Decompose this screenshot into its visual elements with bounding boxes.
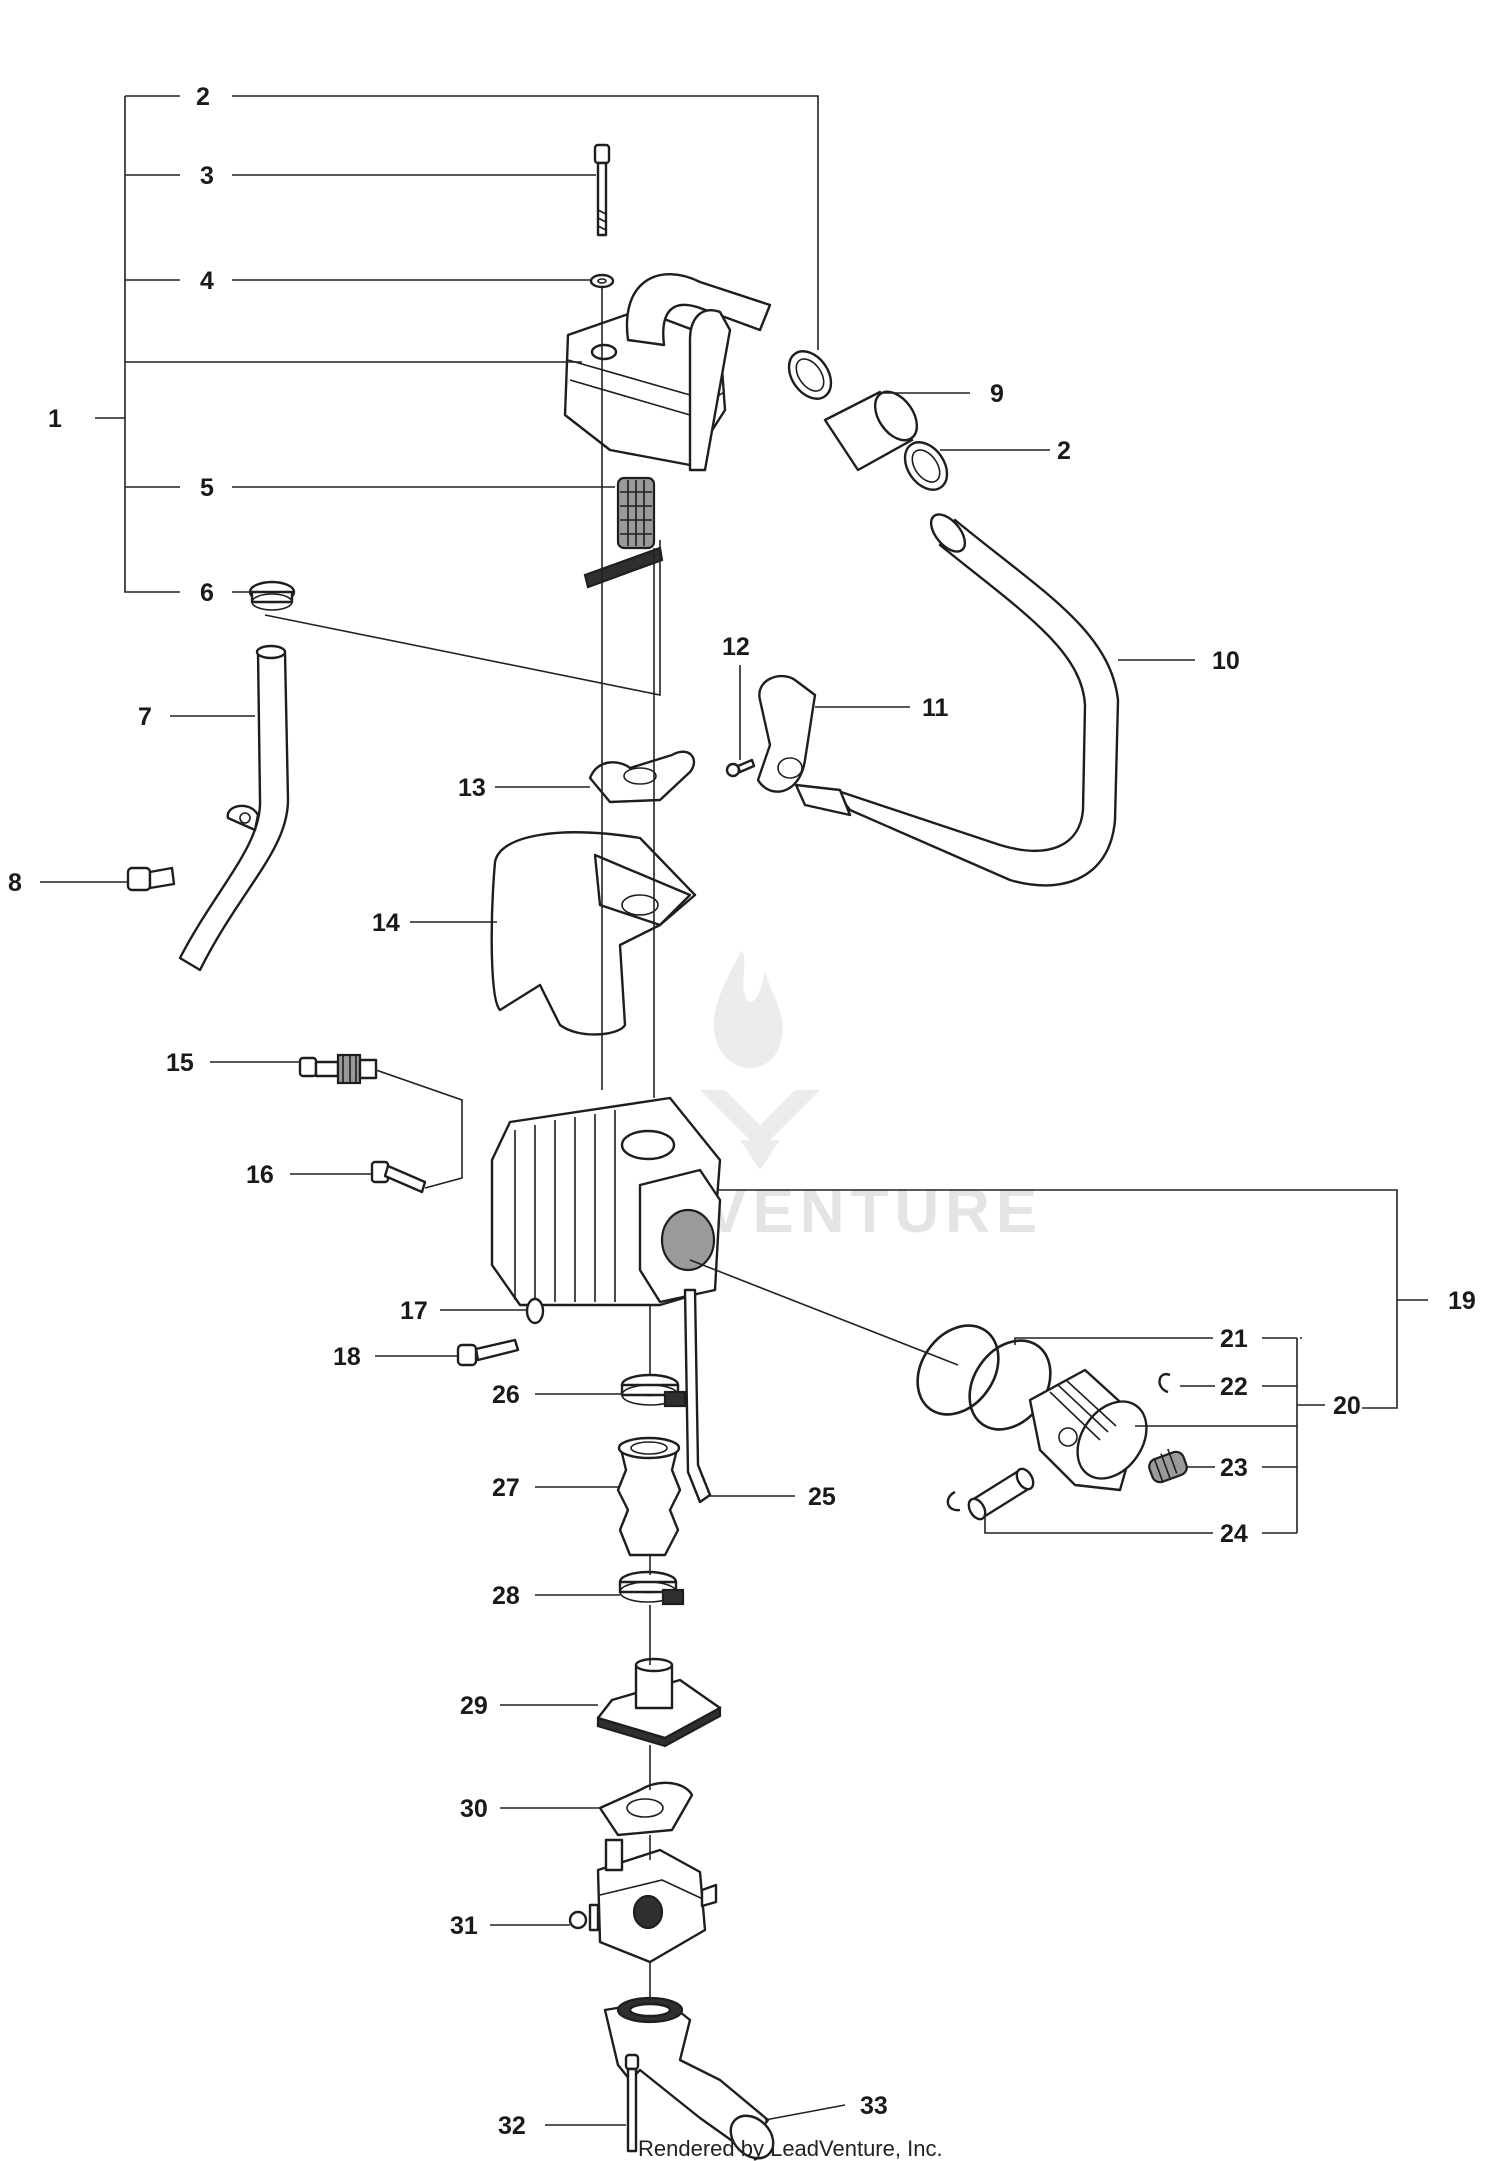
- part-10-handle-tube: [833, 513, 1120, 887]
- part-29-adapter: [596, 1657, 722, 1748]
- part-17-washer: [525, 1297, 545, 1325]
- part-28-clamp: [618, 1570, 685, 1606]
- callout-5: 5: [200, 474, 214, 502]
- callout-22: 22: [1220, 1373, 1248, 1401]
- part-25-hose: [683, 1288, 712, 1504]
- callout-3: 3: [200, 162, 214, 190]
- callout-30: 30: [460, 1795, 488, 1823]
- callout-8: 8: [8, 869, 22, 897]
- callout-29: 29: [460, 1692, 488, 1720]
- callout-24: 24: [1220, 1520, 1248, 1548]
- part-14-heat-shield: [490, 831, 697, 1036]
- callout-31: 31: [450, 1912, 478, 1940]
- watermark-logo: [700, 950, 820, 1170]
- callout-7: 7: [138, 703, 152, 731]
- part-23-bearing: [1148, 1448, 1188, 1484]
- callout-17: 17: [400, 1297, 428, 1325]
- part-22-circlip: [1158, 1372, 1171, 1394]
- callout-12: 12: [722, 633, 750, 661]
- part-3-bolt: [593, 143, 611, 237]
- part-26-clamp: [620, 1373, 687, 1408]
- part-27-intake-boot: [616, 1436, 682, 1557]
- callout-14: 14: [372, 909, 400, 937]
- callout-2-lower: 2: [1057, 437, 1071, 465]
- callout-21: 21: [1220, 1325, 1248, 1353]
- callout-20: 20: [1333, 1392, 1361, 1420]
- callout-9: 9: [990, 380, 1004, 408]
- credit-text: Rendered by LeadVenture, Inc.: [638, 2136, 943, 2161]
- callout-4: 4: [200, 267, 214, 295]
- part-31-carburetor: [568, 1838, 718, 1964]
- callout-23: 23: [1220, 1454, 1248, 1482]
- part-4-washer: [589, 273, 615, 289]
- callout-28: 28: [492, 1582, 520, 1610]
- part-18-screw: [456, 1338, 520, 1367]
- callout-27: 27: [492, 1474, 520, 1502]
- callout-26: 26: [492, 1381, 520, 1409]
- part-2-clamp-lower: [903, 441, 949, 491]
- callout-15: 15: [166, 1049, 194, 1077]
- part-16-bolt: [370, 1160, 427, 1194]
- callout-18: 18: [333, 1343, 361, 1371]
- part-7-tube: [178, 644, 290, 972]
- part-19-cylinder: [490, 1096, 722, 1307]
- part-12-screw: [725, 758, 756, 778]
- part-20-piston: [1028, 1368, 1148, 1492]
- callout-labels: 1 2 3 4 5 6 7 8 9 2 10 11 12 13 14 15 16…: [8, 83, 1476, 2140]
- part-33-intake-elbow: [603, 1996, 775, 2160]
- part-5-screen: [583, 476, 664, 589]
- leader-lines: [40, 95, 1428, 2126]
- callout-11: 11: [922, 694, 949, 722]
- callout-19: 19: [1448, 1287, 1476, 1315]
- part-2-clamp-upper: [787, 350, 833, 400]
- callout-1: 1: [48, 405, 62, 433]
- part-11-bracket: [756, 674, 852, 817]
- callout-32: 32: [498, 2112, 526, 2140]
- part-9-sleeve: [823, 390, 919, 472]
- part-1-muffler: [563, 273, 772, 472]
- part-30-gasket: [598, 1781, 694, 1837]
- callout-25: 25: [808, 1483, 836, 1511]
- callout-10: 10: [1212, 647, 1240, 675]
- part-24-piston-pin: [946, 1467, 1035, 1521]
- part-32-bolt: [624, 2053, 640, 2153]
- callout-16: 16: [246, 1161, 274, 1189]
- watermark-text: VENTURE: [705, 1177, 1043, 1246]
- callout-33: 33: [860, 2092, 888, 2120]
- part-6-clip: [248, 580, 296, 611]
- callout-13: 13: [458, 774, 486, 802]
- callout-2-top: 2: [196, 83, 210, 111]
- part-8-screw: [126, 866, 176, 892]
- part-15-spark-plug: [298, 1053, 378, 1085]
- callout-6: 6: [200, 579, 214, 607]
- part-13-gasket: [588, 750, 696, 804]
